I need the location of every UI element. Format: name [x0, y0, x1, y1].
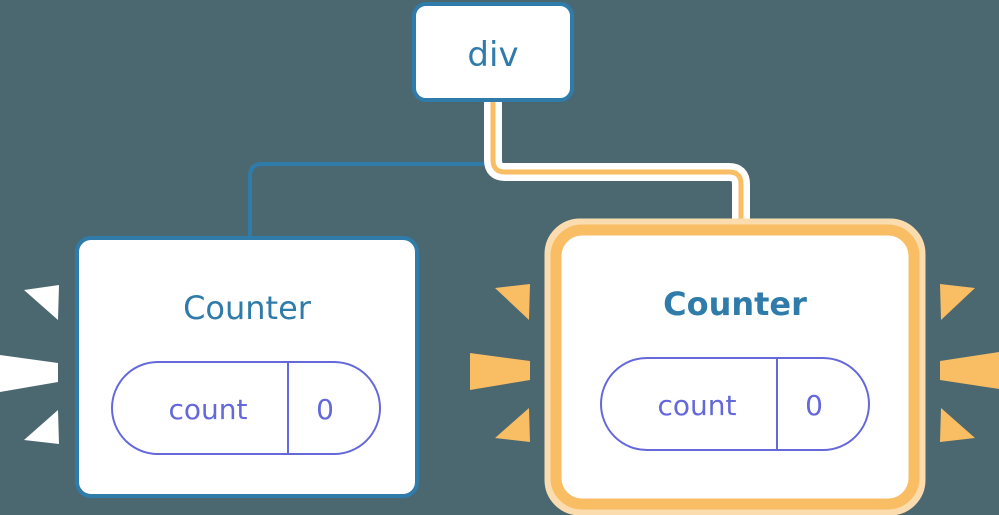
burst-ray: [940, 352, 999, 389]
node-div-label: div: [467, 35, 518, 75]
prop-pill-key: count: [658, 389, 737, 422]
node-right-counter[interactable]: Counter count 0: [544, 218, 926, 515]
burst-ray: [495, 284, 530, 320]
node-right-counter-box[interactable]: [564, 238, 906, 496]
edge-div-to-right-counter-path: [490, 100, 744, 244]
node-left-counter[interactable]: Counter count 0: [75, 236, 419, 498]
prop-pill-outline: [111, 361, 381, 455]
left-counter-prop-pill: count 0: [111, 361, 381, 455]
burst-ray: [940, 284, 975, 320]
burst-right-counter-right: [940, 284, 999, 442]
burst-left-counter-left: [0, 285, 59, 444]
node-right-counter-label: Counter: [663, 285, 807, 323]
node-div-box[interactable]: [412, 2, 574, 102]
prop-pill-outline: [600, 357, 870, 451]
burst-ray: [24, 410, 59, 444]
node-div[interactable]: div: [412, 2, 574, 102]
prop-pill-key: count: [169, 393, 248, 426]
burst-ray: [470, 353, 530, 390]
right-counter-prop-pill: count 0: [600, 357, 870, 451]
burst-right-counter-left: [470, 284, 530, 442]
burst-ray: [495, 408, 530, 442]
burst-ray: [0, 355, 58, 392]
burst-ray: [24, 285, 59, 320]
burst-ray: [940, 408, 975, 442]
node-left-counter-label: Counter: [183, 289, 312, 327]
prop-pill-value: 0: [805, 389, 823, 422]
node-left-counter-box[interactable]: [75, 236, 419, 498]
prop-pill-value: 0: [316, 393, 334, 426]
node-right-counter-glow: [544, 218, 926, 515]
